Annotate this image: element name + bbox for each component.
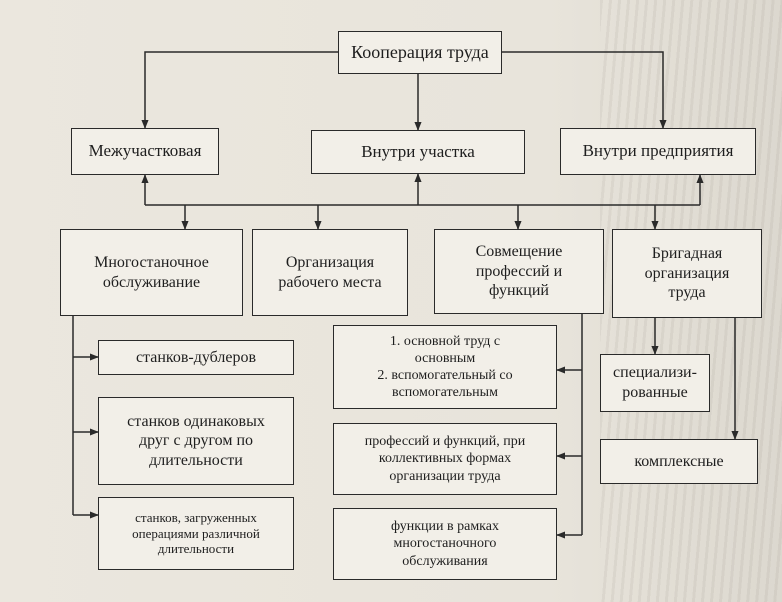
- root-box: Кооперация труда: [338, 31, 502, 74]
- collective-forms-box: профессий и функций, при коллективных фо…: [333, 423, 557, 495]
- root-to-within-enterprise-arrow: [502, 51, 667, 129]
- complex-box: комплексные: [600, 439, 758, 484]
- root-to-inter-section-arrow: [141, 51, 338, 129]
- inter-section-box: Межучастковая: [71, 128, 219, 175]
- within-enterprise-box: Внутри предприятия: [560, 128, 756, 175]
- main-with-main-box: 1. основной труд с основным 2. вспомогат…: [333, 325, 557, 409]
- multi-machine-box: Многостаночное обслуживание: [60, 229, 243, 316]
- combination-box: Совмещение профессий и функций: [434, 229, 604, 314]
- multi-machine-functions-box: функции в рамках многостаночного обслужи…: [333, 508, 557, 580]
- specialized-box: специализи- рованные: [600, 354, 710, 412]
- brigade-box: Бригадная организация труда: [612, 229, 762, 318]
- duplicate-machines-box: станков-дублеров: [98, 340, 294, 375]
- equal-duration-machines-box: станков одинаковых друг с другом по длит…: [98, 397, 294, 485]
- different-duration-machines-box: станков, загруженных операциями различно…: [98, 497, 294, 570]
- workplace-box: Организация рабочего места: [252, 229, 408, 316]
- within-section-box: Внутри участка: [311, 130, 525, 174]
